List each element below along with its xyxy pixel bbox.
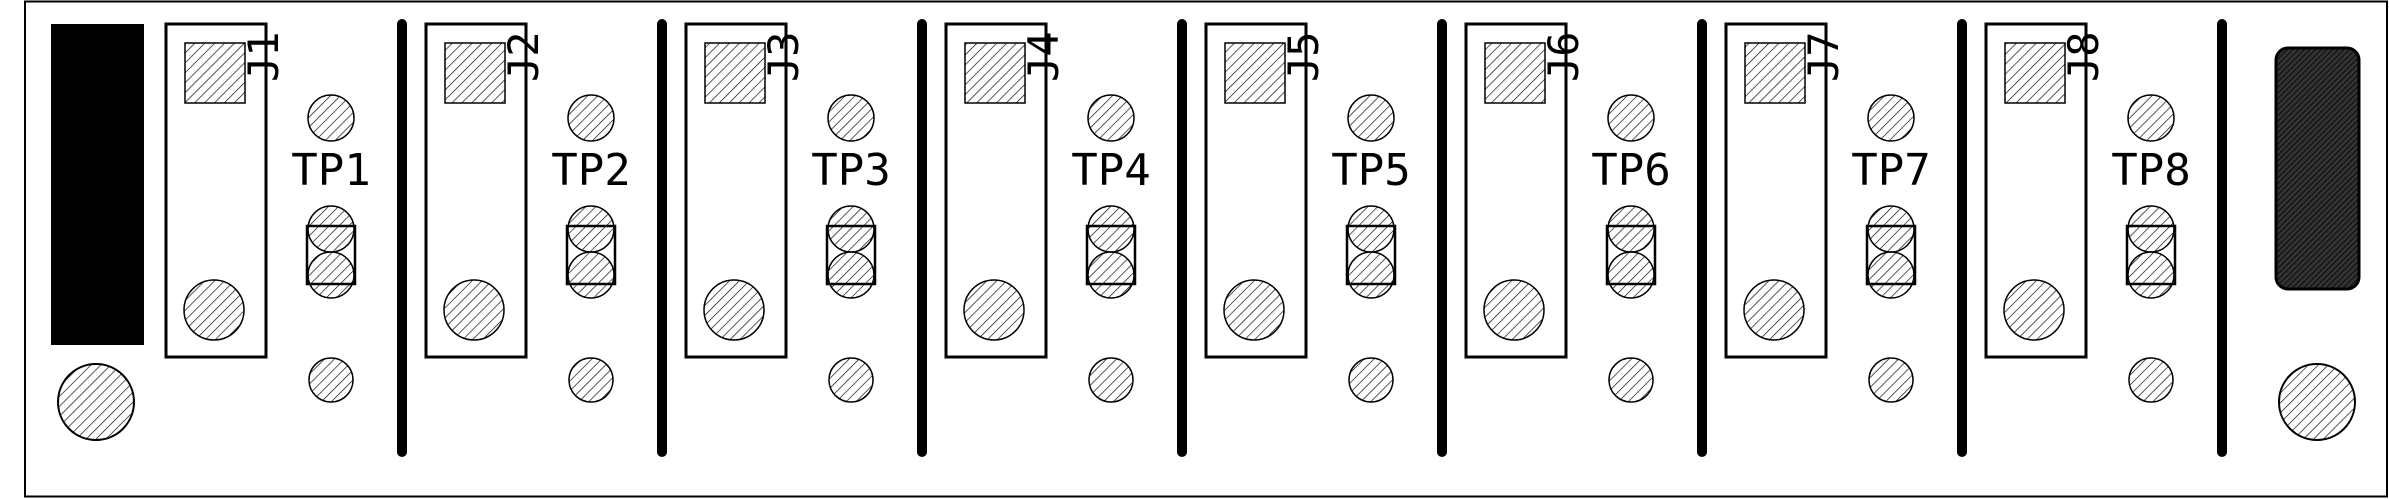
- connector-j3-round-pad: [703, 279, 765, 341]
- tp2-bottom-pad: [568, 357, 614, 403]
- connector-j8-square-pad: [2004, 42, 2066, 104]
- connector-j5-round-pad: [1223, 279, 1285, 341]
- connector-j3-outline: [684, 22, 788, 359]
- tp4-bottom-pad: [1088, 357, 1134, 403]
- tp8-top-pad: [2127, 94, 2175, 142]
- tp3-upper-via: [827, 205, 875, 253]
- tp4-upper-via: [1087, 205, 1135, 253]
- connector-j4-round-pad: [963, 279, 1025, 341]
- connector-j8-outline: [1984, 22, 2088, 359]
- connector-j6-outline: [1464, 22, 1568, 359]
- tp5-upper-via: [1347, 205, 1395, 253]
- connector-j7-label: J7: [1799, 31, 1848, 82]
- left-mounting-hole: [57, 363, 135, 441]
- connector-j2-round-pad: [443, 279, 505, 341]
- tp4-top-pad: [1087, 94, 1135, 142]
- tp5-bottom-pad: [1348, 357, 1394, 403]
- tp6-top-pad: [1607, 94, 1655, 142]
- connector-j4-label: J4: [1019, 31, 1068, 82]
- connector-j7-square-pad: [1744, 42, 1806, 104]
- connector-j4-outline: [944, 22, 1048, 359]
- tp5-lower-via: [1347, 251, 1395, 299]
- connector-j8-label: J8: [2059, 31, 2108, 82]
- tp6-jumper-outline: [1605, 224, 1657, 286]
- tp2-upper-via: [567, 205, 615, 253]
- tp5-top-pad: [1347, 94, 1395, 142]
- connector-j2-outline: [424, 22, 528, 359]
- tp7-upper-via: [1867, 205, 1915, 253]
- tp8-jumper-outline: [2125, 224, 2177, 286]
- left-black-block: [51, 24, 144, 345]
- tp6-upper-via: [1607, 205, 1655, 253]
- tp2-jumper-outline: [565, 224, 617, 286]
- tp1-top-pad: [307, 94, 355, 142]
- connector-j1-square-pad: [184, 42, 246, 104]
- tp7-label: TP7: [1851, 145, 1930, 196]
- connector-j6-square-pad: [1484, 42, 1546, 104]
- connector-j4-square-pad: [964, 42, 1026, 104]
- tp5-jumper-outline: [1345, 224, 1397, 286]
- connector-j6-label: J6: [1539, 31, 1588, 82]
- tp7-top-pad: [1867, 94, 1915, 142]
- tp3-jumper-outline: [825, 224, 877, 286]
- tp3-top-pad: [827, 94, 875, 142]
- right-mounting-hole: [2278, 363, 2356, 441]
- connector-j1-round-pad: [183, 279, 245, 341]
- tp4-label: TP4: [1071, 145, 1150, 196]
- connector-j1-outline: [164, 22, 268, 359]
- connector-j2-label: J2: [499, 31, 548, 82]
- connector-j3-square-pad: [704, 42, 766, 104]
- connector-j7-outline: [1724, 22, 1828, 359]
- tp7-bottom-pad: [1868, 357, 1914, 403]
- tp6-label: TP6: [1591, 145, 1670, 196]
- tp4-lower-via: [1087, 251, 1135, 299]
- tp3-label: TP3: [811, 145, 890, 196]
- tp2-top-pad: [567, 94, 615, 142]
- tp8-label: TP8: [2111, 145, 2190, 196]
- connector-j5-label: J5: [1279, 31, 1328, 82]
- connector-j7-round-pad: [1743, 279, 1805, 341]
- connector-j1-label: J1: [239, 31, 288, 82]
- connector-j6-round-pad: [1483, 279, 1545, 341]
- tp3-lower-via: [827, 251, 875, 299]
- tp7-jumper-outline: [1865, 224, 1917, 286]
- connector-j2-square-pad: [444, 42, 506, 104]
- tp2-lower-via: [567, 251, 615, 299]
- tp4-jumper-outline: [1085, 224, 1137, 286]
- tp1-upper-via: [307, 205, 355, 253]
- tp1-bottom-pad: [308, 357, 354, 403]
- connector-j5-square-pad: [1224, 42, 1286, 104]
- tp3-bottom-pad: [828, 357, 874, 403]
- tp7-lower-via: [1867, 251, 1915, 299]
- connector-j5-outline: [1204, 22, 1308, 359]
- tp8-bottom-pad: [2128, 357, 2174, 403]
- right-connector: [2274, 46, 2361, 291]
- tp8-lower-via: [2127, 251, 2175, 299]
- tp1-label: TP1: [291, 145, 370, 196]
- tp6-lower-via: [1607, 251, 1655, 299]
- tp8-upper-via: [2127, 205, 2175, 253]
- tp5-label: TP5: [1331, 145, 1410, 196]
- tp1-jumper-outline: [305, 224, 357, 286]
- connector-j8-round-pad: [2003, 279, 2065, 341]
- tp6-bottom-pad: [1608, 357, 1654, 403]
- tp1-lower-via: [307, 251, 355, 299]
- connector-j3-label: J3: [759, 31, 808, 82]
- tp2-label: TP2: [551, 145, 630, 196]
